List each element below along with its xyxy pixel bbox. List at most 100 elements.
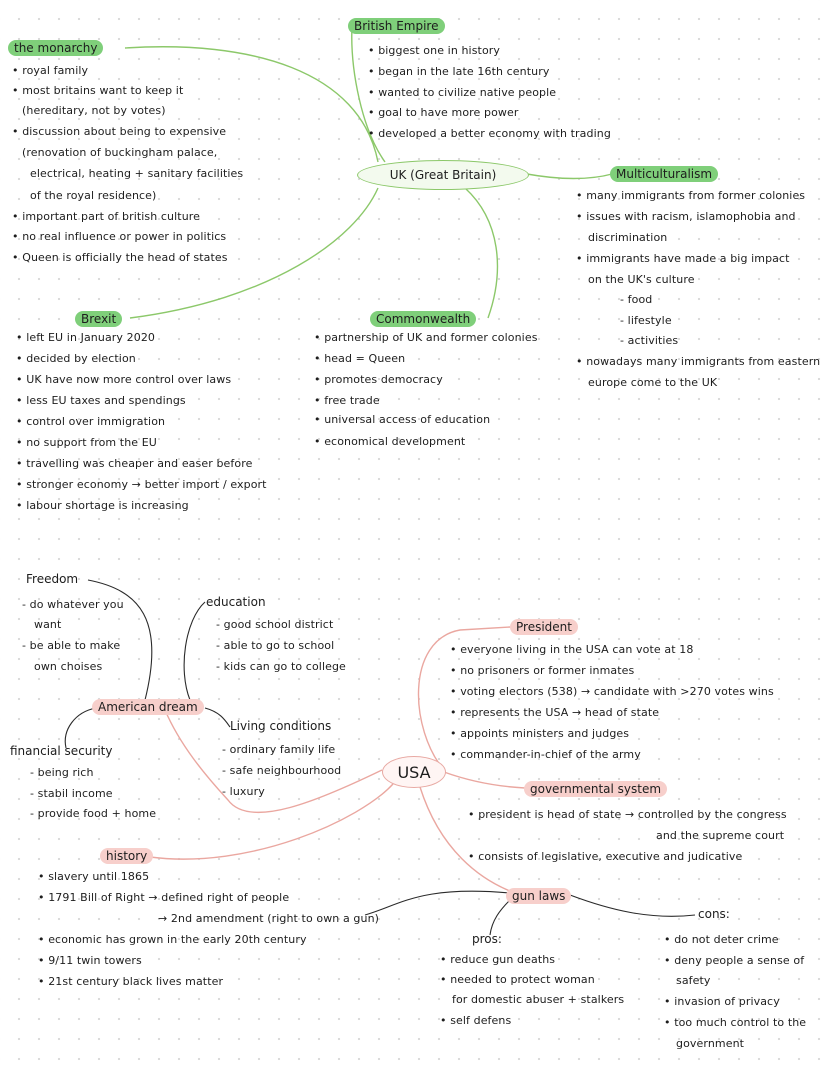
list-item: consists of legislative, executive and j… — [468, 846, 742, 867]
list-item: (hereditary, not by votes) — [22, 104, 166, 117]
list-item: - ordinary family life — [222, 743, 336, 756]
list-item: - lifestyle — [620, 314, 672, 327]
empire-title: British Empire — [348, 18, 445, 34]
list-item: - safe neighbourhood — [222, 764, 342, 777]
financial-security-title: financial security — [10, 744, 113, 758]
list-item: travelling was cheaper and easer before — [16, 453, 252, 474]
list-item: for domestic abuser + stalkers — [452, 993, 625, 1006]
list-item: commander-in-chief of the army — [450, 744, 641, 765]
list-item: economical development — [314, 431, 465, 452]
multiculturalism-title: Multiculturalism — [610, 166, 719, 182]
list-item: do not deter crime — [664, 929, 779, 950]
list-item: no prisoners or former inmates — [450, 660, 634, 681]
list-item: on the UK's culture — [588, 273, 695, 286]
list-item: no support from the EU — [16, 432, 157, 453]
list-item: developed a better economy with trading — [368, 123, 611, 144]
list-item: labour shortage is increasing — [16, 495, 189, 516]
list-item: needed to protect woman — [440, 969, 595, 990]
list-item: president is head of state → controlled … — [468, 804, 787, 825]
list-item: many immigrants from former colonies — [576, 185, 805, 206]
list-item: safety — [676, 974, 711, 987]
list-item: began in the late 16th century — [368, 61, 549, 82]
usa-center-label: USA — [397, 762, 431, 782]
freedom-title: Freedom — [26, 572, 79, 586]
list-item: 21st century black lives matter — [38, 971, 223, 992]
list-item: europe come to the UK — [588, 376, 718, 389]
list-item: - be able to make — [22, 639, 121, 652]
list-item: economic has grown in the early 20th cen… — [38, 929, 307, 950]
usa-center-node: USA — [382, 756, 446, 788]
list-item: represents the USA → head of state — [450, 702, 659, 723]
list-item: - good school district — [216, 618, 334, 631]
history-title: history — [100, 848, 154, 864]
list-item: promotes democracy — [314, 369, 443, 390]
gun-laws-title: gun laws — [506, 888, 572, 904]
list-item: - do whatever you — [22, 598, 124, 611]
list-item: biggest one in history — [368, 40, 500, 61]
list-item: Queen is officially the head of states — [12, 247, 228, 268]
sub-connectors — [64, 579, 696, 936]
list-item: - stabil income — [30, 787, 113, 800]
cons-title: cons: — [698, 907, 730, 921]
list-item: - kids can go to college — [216, 660, 346, 673]
list-item: - food — [620, 293, 653, 306]
list-item: head = Queen — [314, 348, 405, 369]
commonwealth-title: Commonwealth — [370, 311, 477, 327]
list-item: important part of british culture — [12, 206, 200, 227]
brexit-title: Brexit — [75, 311, 123, 327]
list-item: deny people a sense of — [664, 950, 804, 971]
list-item: government — [676, 1037, 745, 1050]
list-item: (renovation of buckingham palace, — [22, 146, 218, 159]
governmental-system-title: governmental system — [524, 781, 668, 797]
list-item: no real influence or power in politics — [12, 226, 226, 247]
list-item: left EU in January 2020 — [16, 327, 155, 348]
list-item: of the royal residence) — [30, 189, 157, 202]
uk-center-node: UK (Great Britain) — [357, 160, 529, 190]
list-item: UK have now more control over laws — [16, 369, 231, 390]
list-item: most britains want to keep it — [12, 80, 183, 101]
list-item: - able to go to school — [216, 639, 335, 652]
list-item: immigrants have made a big impact — [576, 248, 790, 269]
list-item: and the supreme court — [656, 829, 785, 842]
list-item: → 2nd amendment (right to own a gun) — [158, 912, 380, 925]
usa-connectors — [149, 626, 561, 894]
list-item: decided by election — [16, 348, 136, 369]
list-item: control over immigration — [16, 411, 165, 432]
list-item: slavery until 1865 — [38, 866, 149, 887]
american-dream-title: American dream — [92, 699, 204, 715]
list-item: - being rich — [30, 766, 94, 779]
list-item: issues with racism, islamophobia and — [576, 206, 796, 227]
list-item: want — [34, 618, 62, 631]
list-item: - provide food + home — [30, 807, 157, 820]
list-item: everyone living in the USA can vote at 1… — [450, 639, 693, 660]
list-item: appoints ministers and judges — [450, 723, 629, 744]
list-item: 1791 Bill of Right → defined right of pe… — [38, 887, 289, 908]
list-item: reduce gun deaths — [440, 949, 555, 970]
list-item: self defens — [440, 1010, 511, 1031]
list-item: - activities — [620, 334, 679, 347]
monarchy-title: the monarchy — [8, 40, 104, 56]
living-conditions-title: Living conditions — [230, 719, 332, 733]
list-item: 9/11 twin towers — [38, 950, 142, 971]
list-item: nowadays many immigrants from eastern — [576, 351, 820, 372]
list-item: electrical, heating + sanitary facilitie… — [30, 167, 244, 180]
list-item: universal access of education — [314, 409, 490, 430]
uk-center-label: UK (Great Britain) — [389, 168, 497, 182]
pros-title: pros: — [472, 932, 502, 946]
list-item: - luxury — [222, 785, 265, 798]
list-item: too much control to the — [664, 1012, 806, 1033]
list-item: royal family — [12, 60, 88, 81]
list-item: free trade — [314, 390, 380, 411]
list-item: goal to have more power — [368, 102, 519, 123]
president-title: President — [510, 619, 578, 635]
list-item: discrimination — [588, 231, 668, 244]
list-item: own choises — [34, 660, 103, 673]
list-item: voting electors (538) → candidate with >… — [450, 681, 774, 702]
uk-connectors — [124, 25, 613, 319]
education-title: education — [206, 595, 266, 609]
list-item: wanted to civilize native people — [368, 82, 556, 103]
list-item: invasion of privacy — [664, 991, 780, 1012]
list-item: stronger economy → better import / expor… — [16, 474, 267, 495]
list-item: partnership of UK and former colonies — [314, 327, 538, 348]
